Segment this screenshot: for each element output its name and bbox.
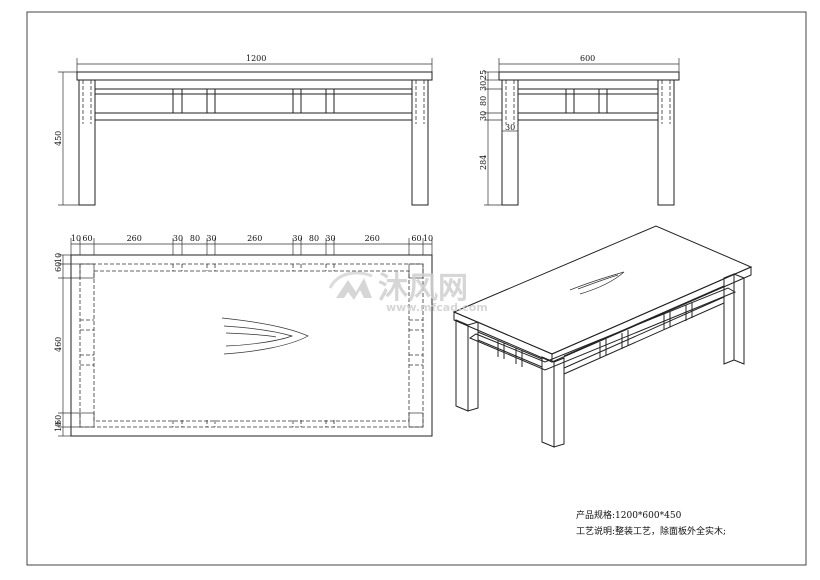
- side-view: 600 25 30 80 30 284 30: [479, 54, 680, 206]
- dim-side-30a: 30: [479, 81, 488, 91]
- plan-dim-label: 80: [190, 234, 200, 243]
- dim-front-length: 1200: [246, 54, 266, 63]
- mfcad-logo-icon: [336, 278, 372, 300]
- dim-side-top: 25: [479, 70, 488, 80]
- watermark-brand: 沐风网: [378, 271, 468, 306]
- watermark: 沐风网 www.mfcad.com: [328, 271, 488, 314]
- plan-dim-label: 10: [71, 234, 81, 243]
- plan-dim-label: 80: [309, 234, 319, 243]
- dim-plan-left-60-top: 60: [54, 262, 63, 272]
- spec-note: 产品规格:1200*600*450: [576, 511, 682, 521]
- dim-plan-left-60-bot: 60: [54, 415, 63, 425]
- sheet-frame: [26, 11, 807, 566]
- plan-dim-label: 30: [173, 234, 183, 243]
- watermark-url: www.mfcad.com: [386, 301, 488, 314]
- dim-side-leg-width: 30: [505, 123, 515, 132]
- plan-dim-label: 60: [411, 234, 421, 243]
- dim-front-height: 450: [54, 131, 63, 146]
- front-view: 1200 450: [54, 54, 433, 206]
- dim-side-width: 600: [580, 54, 595, 63]
- plan-dim-label: 30: [325, 234, 335, 243]
- plan-dim-label: 30: [206, 234, 216, 243]
- dim-side-284: 284: [479, 155, 488, 170]
- dim-side-30b: 30: [479, 111, 488, 121]
- plan-dim-label: 260: [365, 234, 380, 243]
- dim-plan-left-460: 460: [54, 337, 63, 352]
- plan-dim-label: 30: [292, 234, 302, 243]
- notes-block: 产品规格:1200*600*450 工艺说明:整装工艺，除面板外全实木;: [576, 508, 726, 540]
- dim-plan-left-10-top: 10: [54, 253, 63, 263]
- plan-dim-label: 260: [127, 234, 142, 243]
- dim-side-80: 80: [479, 96, 488, 106]
- plan-dim-label: 60: [82, 234, 92, 243]
- plan-dim-label: 10: [423, 234, 433, 243]
- dim-plan-left-10-bot: 10: [54, 422, 63, 432]
- isometric-view: [452, 225, 753, 448]
- craft-note: 工艺说明:整装工艺，除面板外全实木;: [576, 527, 727, 537]
- plan-dim-label: 260: [247, 234, 262, 243]
